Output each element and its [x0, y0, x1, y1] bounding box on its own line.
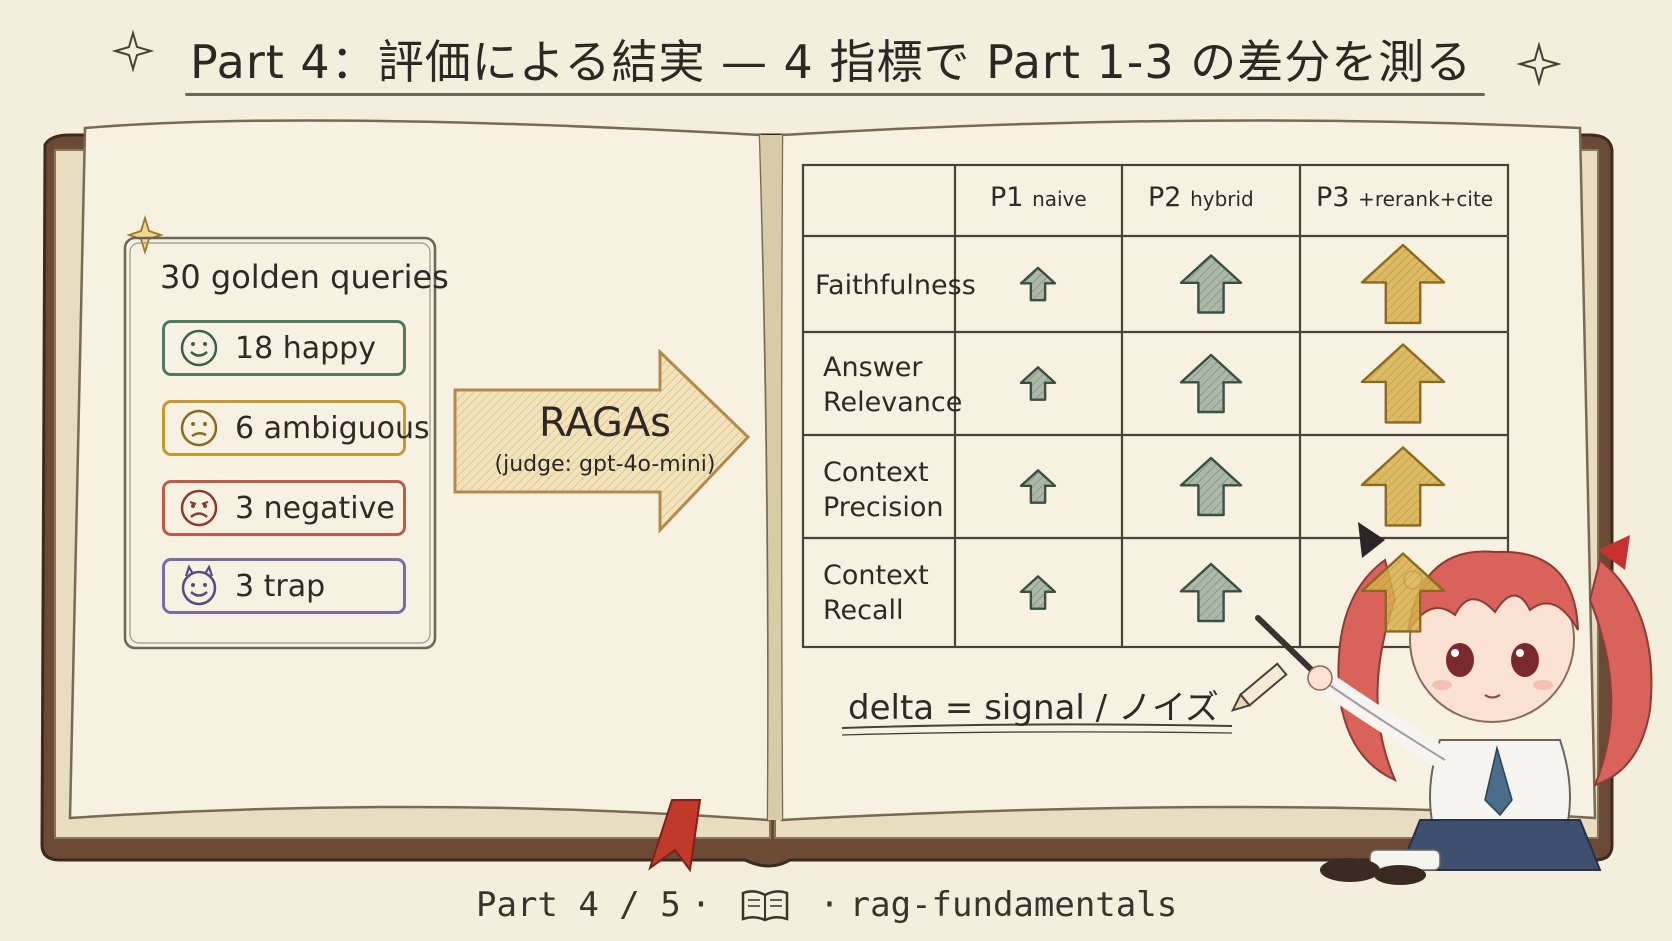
book-icon [741, 890, 789, 922]
query-label: 18 happy [235, 330, 376, 366]
frown-face-icon [180, 489, 218, 527]
footer-part: Part 4 / 5 [476, 885, 681, 925]
query-category-trap: 3 trap [162, 558, 406, 614]
evaluator-name: RAGAs [538, 400, 672, 446]
bookmark-ribbon [648, 799, 702, 873]
sparkle-icon [126, 214, 164, 256]
queries-panel [123, 236, 437, 650]
column-header-p2: P2 hybrid [1148, 182, 1254, 213]
page-title: Part 4：評価による結実 — 4 指標で Part 1-3 の差分を測る [190, 35, 1473, 89]
delta-formula: delta = signal / ノイズ [848, 688, 1219, 728]
character-illustration [1255, 522, 1653, 885]
query-label: 3 negative [235, 490, 395, 526]
query-label: 3 trap [235, 568, 326, 604]
sparkle-icon [1517, 42, 1561, 86]
sparkle-icon [112, 30, 154, 72]
confused-face-icon [180, 409, 218, 447]
query-category-happy: 18 happy [162, 320, 406, 376]
devil-face-icon [181, 564, 217, 606]
footer-separator: · [690, 885, 712, 925]
query-category-negative: 3 negative [162, 480, 406, 536]
evaluator-judge: (judge: gpt-4o-mini) [494, 452, 716, 477]
footer-repo: rag-fundamentals [849, 885, 1178, 925]
results-table-grid [801, 163, 1510, 649]
title-underline [185, 93, 1485, 96]
smile-face-icon [180, 329, 218, 367]
pencil-icon [1230, 662, 1288, 712]
column-header-p3: P3 +rerank+cite [1316, 182, 1494, 213]
column-header-p1: P1 naive [990, 182, 1087, 213]
footer-separator: · [819, 885, 840, 925]
left-page [68, 119, 770, 822]
row-label-faithfulness: Faithfulness [815, 270, 976, 301]
query-label: 6 ambiguous [235, 410, 430, 446]
footer: Part 4 / 5 · · rag-fundamentals [476, 885, 1177, 925]
queries-title: 30 golden queries [160, 258, 449, 296]
query-category-ambiguous: 6 ambiguous [162, 400, 430, 456]
title-area: Part 4：評価による結実 — 4 指標で Part 1-3 の差分を測る [0, 18, 1672, 98]
